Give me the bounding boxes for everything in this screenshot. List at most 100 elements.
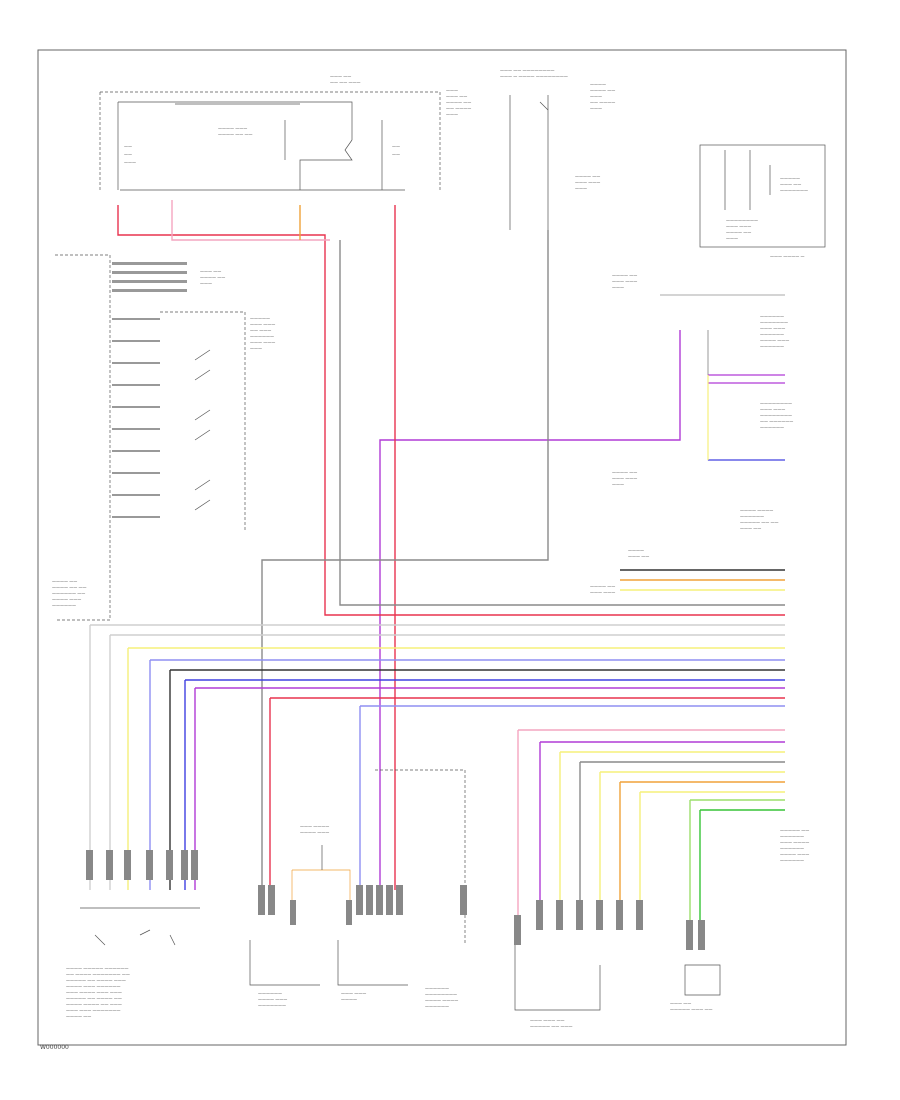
- svg-text:————————: ————————: [760, 413, 792, 418]
- svg-text:——: ——: [124, 152, 132, 157]
- svg-text:————— —— ———: ————— —— ———: [530, 1024, 573, 1029]
- svg-text:——— ——: ——— ——: [780, 182, 801, 187]
- svg-text:————— ——: ————— ——: [780, 828, 809, 833]
- svg-text:———————: ———————: [760, 320, 788, 325]
- svg-text:———: ———: [446, 112, 458, 117]
- fuse-block-labels: ——— —— —— —— ——— ——— —— ———————— ——— — —…: [124, 68, 808, 259]
- svg-text:———— ———: ———— ———: [218, 126, 247, 131]
- svg-text:———: ———: [250, 346, 262, 351]
- svg-text:———— ——: ———— ——: [446, 100, 471, 105]
- svg-text:——————: ——————: [740, 514, 764, 519]
- svg-text:——— ——: ——— ——: [446, 94, 467, 99]
- svg-text:——————: ——————: [760, 314, 784, 319]
- svg-text:———— ———: ———— ———: [300, 830, 329, 835]
- svg-text:—— ———— ——————— ——: —— ———— ——————— ——: [66, 972, 130, 977]
- svg-text:——— ———: ——— ———: [341, 991, 366, 996]
- svg-text:——————: ——————: [760, 425, 784, 430]
- svg-text:——— ———: ——— ———: [250, 340, 275, 345]
- svg-text:————: ————: [628, 548, 644, 553]
- svg-text:———: ———: [612, 482, 624, 487]
- svg-text:——————: ——————: [425, 986, 449, 991]
- svg-text:——————: ——————: [250, 334, 274, 339]
- svg-text:——— ——: ——— ——: [740, 526, 761, 531]
- steering-switch-pins: [112, 262, 187, 518]
- connector-pins: [86, 850, 705, 950]
- svg-text:———— ——: ———— ——: [612, 470, 637, 475]
- footer-code: W000000: [40, 1044, 69, 1051]
- right-connectors: [379, 294, 785, 890]
- svg-text:———: ———: [446, 88, 458, 93]
- svg-text:———— ———: ———— ———: [258, 997, 287, 1002]
- svg-text:——: ——: [124, 144, 132, 149]
- svg-text:——— ———: ——— ———: [590, 590, 615, 595]
- svg-text:———— ———: ———— ———: [52, 597, 81, 602]
- svg-text:———— ————— ——————: ———— ————— ——————: [66, 966, 129, 971]
- svg-text:———: ———: [726, 236, 738, 241]
- svg-text:——— ——: ——— ——: [628, 554, 649, 559]
- right-labels: ———— —— ——— ——— ——— ———— —— ——— ——— ——— …: [52, 174, 809, 863]
- svg-text:———— ——: ———— ——: [575, 174, 600, 179]
- svg-text:——— ——: ——— ——: [200, 269, 221, 274]
- svg-text:———— ——: ———— ——: [590, 584, 615, 589]
- svg-text:——— ——: ——— ——: [330, 74, 351, 79]
- svg-text:——— ———: ——— ———: [612, 279, 637, 284]
- svg-text:————————: ————————: [726, 218, 758, 223]
- svg-text:———: ———: [590, 94, 602, 99]
- svg-text:———— ————: ———— ————: [740, 508, 773, 513]
- svg-text:—————: —————: [250, 316, 270, 321]
- svg-text:———— ——: ———— ——: [612, 273, 637, 278]
- svg-text:——— ————: ——— ————: [300, 824, 329, 829]
- svg-text:———— ———— —— ———: ———— ———— —— ———: [66, 1002, 122, 1007]
- steering-switch-module: [55, 254, 246, 621]
- svg-text:————————: ————————: [425, 992, 457, 997]
- svg-text:——————: ——————: [780, 834, 804, 839]
- svg-text:————— —— ——: ————— —— ——: [740, 520, 779, 525]
- fuse-relay-block: [99, 91, 826, 248]
- svg-text:——————: ——————: [52, 603, 76, 608]
- svg-text:——— ———: ——— ———: [250, 322, 275, 327]
- svg-text:———— ——: ———— ——: [52, 579, 77, 584]
- svg-text:———: ———: [612, 285, 624, 290]
- svg-text:——————: ——————: [425, 1004, 449, 1009]
- svg-text:———— ——: ———— ——: [200, 275, 225, 280]
- svg-text:———: ———: [590, 106, 602, 111]
- svg-text:——— ————: ——— ————: [780, 840, 809, 845]
- svg-text:——— ———: ——— ———: [760, 407, 785, 412]
- svg-text:——— ———— —: ——— ———— —: [770, 254, 805, 259]
- svg-text:——————: ——————: [780, 846, 804, 851]
- svg-text:————————: ————————: [760, 401, 792, 406]
- svg-text:——————: ——————: [780, 858, 804, 863]
- svg-text:—— ———: —— ———: [250, 328, 271, 333]
- svg-text:————: ————: [341, 997, 357, 1002]
- svg-text:———— ——: ———— ——: [726, 230, 751, 235]
- svg-text:———— —— ——: ———— —— ——: [52, 585, 87, 590]
- svg-text:———— ——: ———— ——: [590, 88, 615, 93]
- svg-text:———— ———: ———— ———: [780, 852, 809, 857]
- svg-text:———————: ———————: [780, 188, 808, 193]
- svg-text:——— ——— ———————: ——— ——— ———————: [66, 1008, 121, 1013]
- bottom-labels: ———— ————— —————— —— ———— ——————— —— ———…: [66, 824, 713, 1029]
- svg-text:—— ————: —— ————: [446, 106, 471, 111]
- svg-text:——— ———: ——— ———: [575, 180, 600, 185]
- svg-text:—— ——————: —— ——————: [760, 419, 793, 424]
- svg-text:————— —— ———— ——: ————— —— ———— ——: [66, 996, 122, 1001]
- svg-text:——————: ——————: [760, 332, 784, 337]
- svg-text:———————: ———————: [258, 1003, 286, 1008]
- svg-text:——— ———: ——— ———: [726, 224, 751, 229]
- diagram-border: [37, 49, 847, 1046]
- svg-text:——— — ———— ————————: ——— — ———— ————————: [500, 74, 568, 79]
- svg-text:——— ———— ——— ———: ——— ———— ——— ———: [66, 990, 122, 995]
- svg-text:———— ———: ———— ———: [760, 338, 789, 343]
- svg-text:——— —— ————————: ——— —— ————————: [500, 68, 555, 73]
- harness-wires: [89, 200, 785, 920]
- svg-text:——— ——: ——— ——: [670, 1001, 691, 1006]
- svg-text:—— —— ———: —— —— ———: [330, 80, 361, 85]
- svg-text:——————: ——————: [258, 991, 282, 996]
- svg-text:—— ————: —— ————: [590, 100, 615, 105]
- svg-text:——: ——: [392, 144, 400, 149]
- svg-text:———— ——: ———— ——: [66, 1014, 91, 1019]
- svg-text:———: ———: [575, 186, 587, 191]
- svg-text:———— ————: ———— ————: [425, 998, 458, 1003]
- svg-text:———— —— ——: ———— —— ——: [218, 132, 253, 137]
